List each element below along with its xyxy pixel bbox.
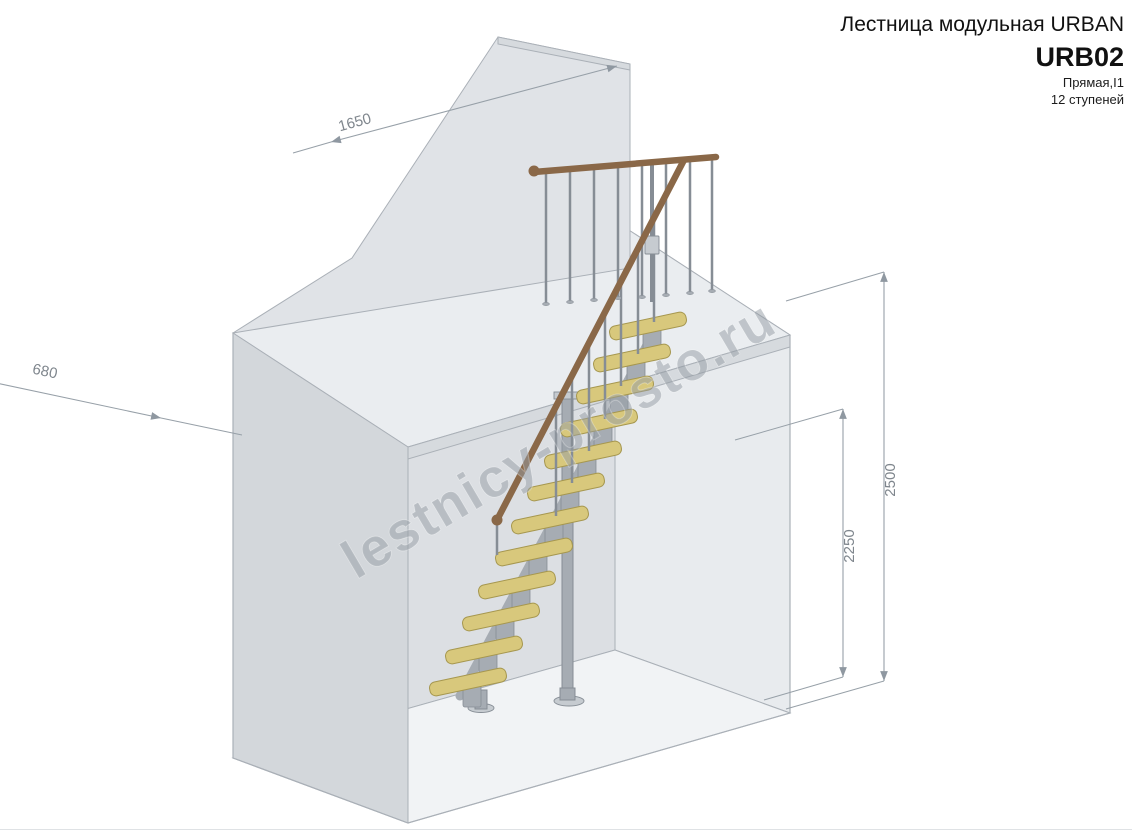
flight-handrail bbox=[493, 156, 688, 524]
room-outline bbox=[232, 333, 791, 824]
tread bbox=[609, 311, 687, 341]
newel-ball bbox=[491, 514, 503, 526]
dimension-2250: 2250 bbox=[734, 408, 858, 701]
newel-ball bbox=[528, 165, 540, 177]
landing-balusters bbox=[542, 157, 716, 306]
baluster-base bbox=[638, 295, 646, 299]
dimension-2500: 2500 bbox=[785, 271, 899, 710]
extension-line bbox=[734, 408, 844, 441]
dimension-line bbox=[330, 64, 618, 144]
tread bbox=[478, 570, 556, 600]
baluster-base bbox=[542, 302, 550, 306]
dimension-680: 680 bbox=[0, 361, 243, 436]
baluster-base bbox=[662, 293, 670, 297]
landing-handrail bbox=[530, 153, 720, 176]
tread bbox=[429, 667, 507, 697]
steps-count: 12 ступеней bbox=[1050, 92, 1124, 108]
stair-type: Прямая,I1 bbox=[1062, 75, 1124, 91]
stair-treads bbox=[429, 311, 687, 697]
extension-line bbox=[763, 676, 844, 701]
dimension-label-2500: 2500 bbox=[882, 463, 899, 496]
dimension-label-1650: 1650 bbox=[337, 110, 374, 135]
dimension-label-2250: 2250 bbox=[841, 529, 858, 562]
extension-line bbox=[785, 680, 885, 710]
tread bbox=[544, 440, 622, 470]
product-series: Лестница модульная URBAN bbox=[840, 13, 1124, 36]
tread bbox=[511, 505, 589, 535]
room bbox=[231, 36, 792, 824]
baluster-base bbox=[686, 291, 694, 295]
dimension-line bbox=[0, 383, 162, 420]
gable-wall-top-edge bbox=[497, 36, 631, 71]
railing bbox=[491, 153, 720, 555]
tread bbox=[462, 602, 540, 632]
baluster-base bbox=[566, 300, 574, 304]
dimension-label-680: 680 bbox=[31, 361, 59, 383]
column-base-shaft bbox=[559, 687, 576, 701]
tread bbox=[495, 537, 573, 567]
model-code: URB02 bbox=[1035, 42, 1124, 73]
tread bbox=[560, 408, 638, 438]
tread bbox=[527, 472, 605, 502]
staircase bbox=[429, 311, 687, 713]
extension-line bbox=[292, 141, 332, 154]
extension-line bbox=[160, 417, 243, 436]
rail-post-bracket bbox=[644, 235, 660, 255]
baluster-base bbox=[708, 289, 716, 293]
tread bbox=[445, 635, 523, 665]
tread bbox=[576, 375, 654, 405]
baluster-base bbox=[590, 298, 598, 302]
dimensions: 1650 680 2500 2250 bbox=[0, 64, 899, 710]
extension-line bbox=[785, 271, 885, 302]
title-block: Лестница модульная URBAN URB02 Прямая,I1… bbox=[840, 12, 1124, 109]
tread bbox=[593, 343, 671, 373]
